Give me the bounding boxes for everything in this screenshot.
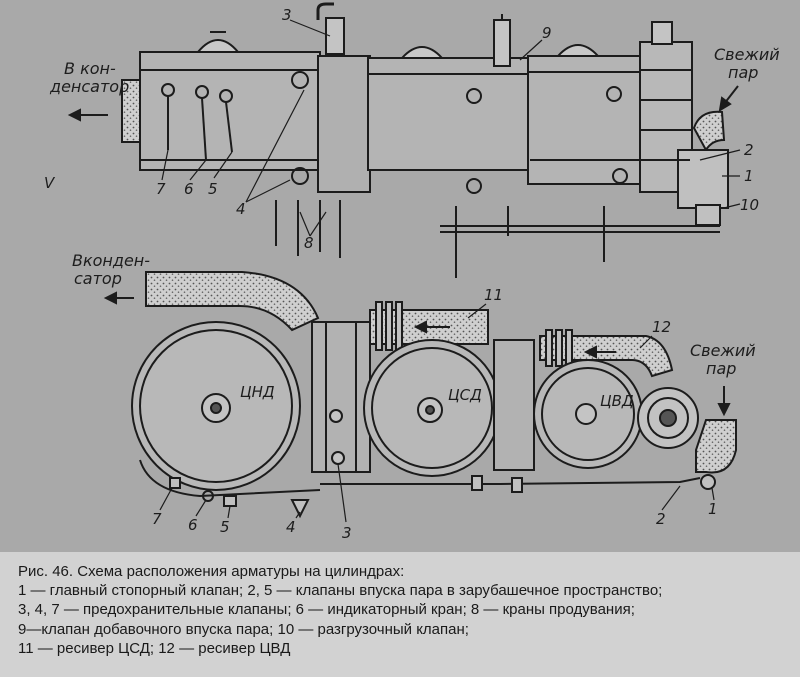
caption-title: Рис. 46. Схема расположения арматуры на … [18, 563, 405, 580]
caption-line-5: 11 — ресивер ЦСД; 12 — ресивер ЦВД [18, 639, 291, 657]
bottom-lp-ip-section [311, 321, 371, 473]
top-drain-cocks [275, 200, 605, 278]
bottom-exhaust-duct [145, 271, 320, 332]
top-label-1: 1 [744, 167, 754, 185]
bottom-label-2: 2 [656, 510, 666, 528]
bottom-label-11: 11 [484, 286, 503, 304]
bottom-label-fresh-steam-1: Свежий [690, 341, 756, 360]
top-view [67, 2, 741, 278]
bottom-label-ip-cylinder: ЦСД [448, 386, 482, 404]
top-label-5: 5 [208, 180, 218, 198]
top-label-2: 2 [744, 141, 754, 159]
bottom-view [103, 271, 737, 523]
bottom-label-5: 5 [220, 518, 230, 536]
bottom-label-fresh-steam-2: пар [706, 359, 736, 378]
figure-caption: Рис. 46. Схема расположения арматуры на … [0, 552, 800, 677]
bottom-label-7: 7 [152, 510, 162, 528]
bottom-label-4: 4 [286, 518, 296, 536]
bottom-label-hp-cylinder: ЦВД [600, 392, 634, 410]
top-label-9: 9 [542, 24, 552, 42]
top-label-fresh-steam-1: Свежий [714, 45, 780, 64]
top-lp-ip-section [317, 55, 371, 193]
bottom-jacket-pipe [320, 477, 701, 485]
caption-line-2: 1 — главный стопорный клапан; 2, 5 — кла… [18, 582, 663, 600]
top-label-to-condenser-1: В кон- [64, 59, 116, 78]
top-label-3: 3 [282, 6, 292, 24]
top-label-7: 7 [156, 180, 166, 198]
caption-line-4: 9—клапан добавочного впуска пара; 10 — р… [18, 620, 469, 638]
top-label-4: 4 [236, 200, 246, 218]
top-labels: В кон- денсатор Свежий пар 7 6 5 4 8 3 9… [44, 6, 780, 252]
top-label-fresh-steam-2: пар [728, 63, 758, 82]
bottom-label-to-condenser-1: Вконден- [72, 251, 150, 270]
bottom-labels: Вконден- сатор Свежий пар ЦНД ЦСД ЦВД 11… [72, 251, 756, 542]
top-hp-casing [527, 55, 647, 185]
top-lp-valves [161, 71, 628, 194]
bottom-label-3: 3 [342, 524, 352, 542]
bottom-valves [169, 474, 716, 519]
valve-layout-diagram: В кон- денсатор Свежий пар 7 6 5 4 8 3 9… [44, 2, 780, 542]
top-fresh-steam-pipe [692, 110, 726, 153]
top-lp-dome [195, 39, 241, 53]
top-label-mark: V [44, 174, 56, 192]
top-label-6: 6 [184, 180, 194, 198]
caption-line-3: 3, 4, 7 — предохранительные клапаны; 6 —… [18, 601, 635, 619]
top-hp-dome [555, 44, 601, 57]
bottom-label-6: 6 [188, 516, 198, 534]
top-ip-dome [399, 46, 445, 59]
top-label-8: 8 [304, 234, 314, 252]
top-label-to-condenser-2: денсатор [49, 77, 129, 96]
bottom-ip-hp-section [493, 339, 535, 471]
top-lp-casing [139, 51, 321, 171]
top-label-10: 10 [740, 196, 759, 214]
bottom-fresh-steam-pipe [695, 419, 737, 474]
bottom-label-12: 12 [652, 318, 671, 336]
bottom-label-1: 1 [708, 500, 718, 518]
bottom-label-to-condenser-2: сатор [74, 269, 122, 288]
top-ip-casing [367, 57, 529, 171]
bottom-label-lp-cylinder: ЦНД [240, 383, 275, 401]
